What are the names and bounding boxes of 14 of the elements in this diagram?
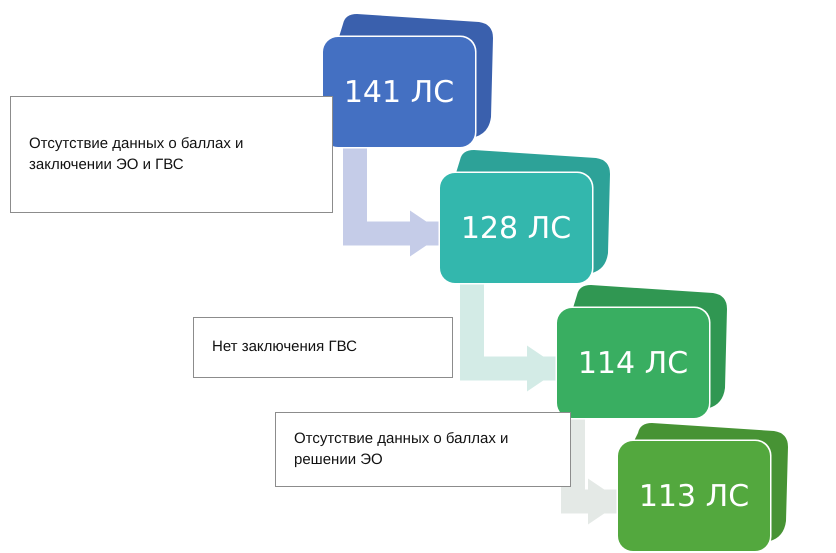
note-box: [193, 317, 453, 378]
count-block: [557, 285, 727, 418]
note-text: Отсутствие данных о баллах и заключении ЭО и ГВС: [29, 134, 244, 174]
count-block: [440, 150, 610, 283]
count-label: 141 ЛС: [342, 74, 456, 112]
count-block: [323, 14, 493, 147]
count-label: 128 ЛС: [460, 210, 572, 248]
note-box: [10, 96, 333, 213]
note-text: Нет заключения ГВС: [212, 337, 357, 358]
count-block: [618, 423, 788, 551]
note-box: [275, 412, 571, 487]
note-text: Отсутствие данных о баллах и решении ЭО: [294, 429, 510, 470]
count-label: 114 ЛС: [576, 344, 690, 382]
count-label: 113 ЛС: [638, 478, 750, 516]
